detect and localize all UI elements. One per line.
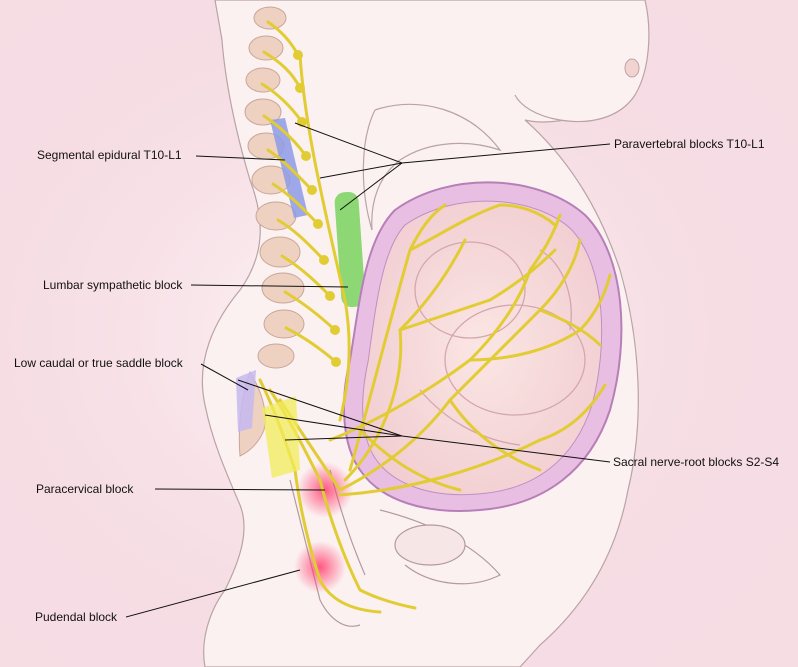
label-paracervical: Paracervical block (36, 482, 134, 496)
leader-segmental-epidural (195, 155, 286, 161)
leader-paravertebral-3 (319, 162, 403, 179)
leader-paravertebral-1 (401, 143, 611, 164)
spinal-ganglia (293, 50, 341, 367)
leader-lumbar-sympathetic (190, 284, 349, 288)
breast (514, 0, 650, 123)
leader-paracervical (154, 488, 326, 491)
nerves (258, 20, 612, 614)
label-segmental-epidural: Segmental epidural T10-L1 (37, 148, 182, 162)
leader-lines (125, 122, 611, 618)
label-low-caudal: Low caudal or true saddle block (14, 356, 183, 370)
leader-low-caudal (200, 363, 249, 391)
label-paravertebral-blocks: Paravertebral blocks T10-L1 (614, 137, 765, 151)
label-pudendal: Pudendal block (35, 610, 118, 624)
leader-pudendal (125, 569, 301, 618)
nipple (624, 58, 640, 78)
abdominal-cavity (371, 103, 502, 231)
leader-sacral-3 (264, 414, 403, 437)
pudendal-highlight (294, 541, 346, 593)
label-lumbar-sympathetic: Lumbar sympathetic block (43, 278, 183, 292)
leader-sacral-2 (237, 379, 403, 437)
sympathetic-highlight (334, 191, 366, 308)
caudal-highlight (236, 370, 256, 432)
leader-paravertebral-2 (294, 122, 403, 164)
leader-sacral-4 (284, 435, 403, 441)
label-sacral-nerve-root: Sacral nerve-root blocks S2-S4 (613, 455, 780, 469)
leader-paravertebral-4 (339, 162, 403, 211)
fetus (414, 241, 586, 446)
leader-sacral-1 (401, 435, 611, 463)
